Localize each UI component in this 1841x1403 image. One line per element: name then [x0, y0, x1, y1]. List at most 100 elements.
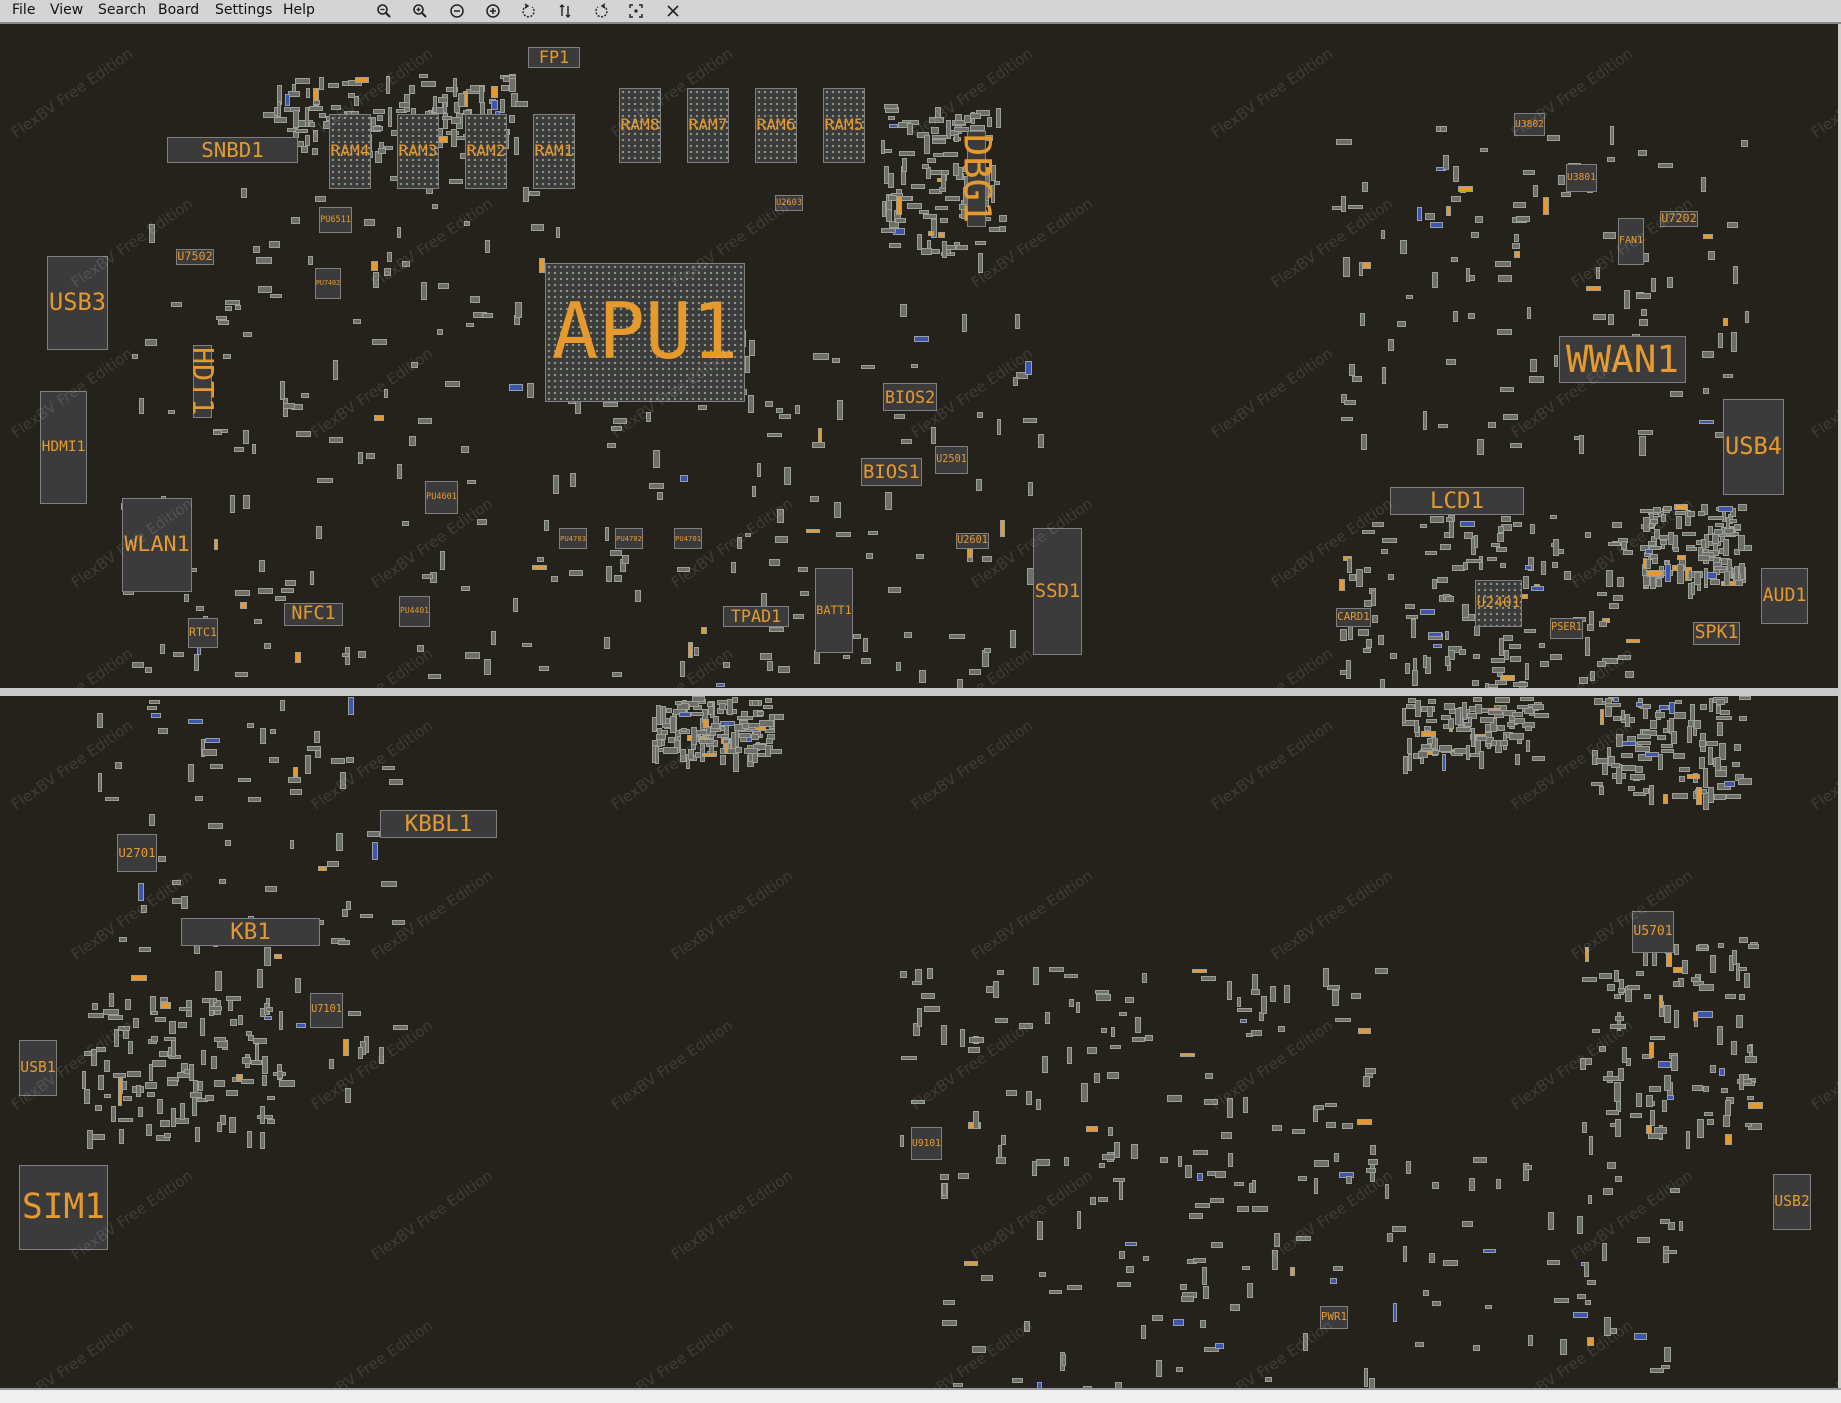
- passive-component[interactable]: [1236, 1007, 1253, 1013]
- passive-component[interactable]: [233, 446, 245, 453]
- passive-component[interactable]: [679, 749, 687, 763]
- passive-component[interactable]: [1024, 361, 1032, 376]
- passive-component[interactable]: [1617, 987, 1625, 993]
- passive-component[interactable]: [269, 728, 276, 735]
- passive-component[interactable]: [287, 91, 301, 98]
- passive-component[interactable]: [417, 417, 432, 425]
- passive-component[interactable]: [1625, 670, 1635, 678]
- passive-component[interactable]: [1607, 313, 1614, 325]
- component-usb3[interactable]: USB3: [47, 256, 108, 350]
- passive-component[interactable]: [1577, 1293, 1587, 1299]
- passive-component[interactable]: [1615, 1015, 1624, 1021]
- passive-component[interactable]: [1233, 1181, 1245, 1186]
- passive-component[interactable]: [1031, 1160, 1038, 1176]
- passive-component[interactable]: [737, 537, 743, 550]
- passive-component[interactable]: [1102, 1153, 1115, 1161]
- passive-component[interactable]: [1038, 1271, 1047, 1277]
- passive-component[interactable]: [1661, 743, 1674, 749]
- passive-component[interactable]: [1500, 704, 1508, 712]
- passive-component[interactable]: [1677, 564, 1685, 584]
- passive-component[interactable]: [784, 466, 792, 486]
- passive-component[interactable]: [900, 970, 907, 978]
- passive-component[interactable]: [1131, 1037, 1145, 1043]
- passive-component[interactable]: [464, 221, 471, 226]
- passive-component[interactable]: [269, 241, 280, 248]
- passive-component[interactable]: [1615, 734, 1623, 748]
- passive-component[interactable]: [837, 400, 843, 420]
- passive-component[interactable]: [1448, 650, 1456, 660]
- passive-component[interactable]: [178, 1022, 188, 1028]
- passive-component[interactable]: [901, 439, 912, 445]
- passive-component[interactable]: [1553, 354, 1559, 368]
- passive-component[interactable]: [437, 283, 449, 290]
- passive-component[interactable]: [1560, 191, 1571, 197]
- passive-component[interactable]: [387, 106, 392, 127]
- passive-component[interactable]: [1622, 1047, 1628, 1063]
- passive-component[interactable]: [308, 105, 323, 111]
- passive-component[interactable]: [655, 733, 666, 740]
- passive-component[interactable]: [883, 104, 899, 110]
- passive-component[interactable]: [1272, 1250, 1278, 1270]
- passive-component[interactable]: [1739, 563, 1746, 581]
- passive-component[interactable]: [1226, 1098, 1234, 1118]
- passive-component[interactable]: [213, 430, 222, 436]
- passive-component[interactable]: [1470, 727, 1475, 748]
- passive-component[interactable]: [118, 1025, 130, 1031]
- passive-component[interactable]: [312, 100, 321, 105]
- passive-component[interactable]: [301, 392, 309, 398]
- passive-component[interactable]: [1725, 517, 1731, 536]
- passive-component[interactable]: [1177, 1155, 1183, 1168]
- component-ram6[interactable]: RAM6: [755, 88, 797, 163]
- passive-component[interactable]: [711, 723, 720, 730]
- passive-component[interactable]: [1585, 637, 1590, 657]
- passive-component[interactable]: [1006, 1089, 1017, 1097]
- passive-component[interactable]: [634, 590, 642, 602]
- passive-component[interactable]: [216, 1040, 229, 1048]
- passive-component[interactable]: [1592, 749, 1598, 766]
- passive-component[interactable]: [1467, 712, 1477, 719]
- passive-component[interactable]: [201, 749, 217, 757]
- passive-component[interactable]: [1733, 549, 1741, 556]
- passive-component[interactable]: [1405, 662, 1410, 674]
- passive-component[interactable]: [224, 840, 231, 846]
- passive-component[interactable]: [1589, 671, 1595, 682]
- passive-component[interactable]: [1708, 250, 1715, 261]
- passive-component[interactable]: [226, 1090, 239, 1096]
- passive-component[interactable]: [1553, 1298, 1569, 1303]
- passive-component[interactable]: [292, 110, 300, 128]
- passive-component[interactable]: [607, 443, 616, 449]
- passive-component[interactable]: [1587, 1280, 1597, 1285]
- passive-component[interactable]: [800, 590, 810, 596]
- passive-component[interactable]: [160, 997, 168, 1003]
- passive-component[interactable]: [319, 77, 324, 90]
- passive-component[interactable]: [1730, 332, 1737, 352]
- passive-component[interactable]: [1606, 157, 1615, 163]
- passive-component[interactable]: [341, 652, 349, 657]
- passive-component[interactable]: [1650, 1109, 1656, 1126]
- passive-component[interactable]: [1386, 1233, 1393, 1243]
- passive-component[interactable]: [1682, 531, 1697, 537]
- passive-component[interactable]: [270, 293, 282, 299]
- passive-component[interactable]: [843, 654, 850, 660]
- passive-component[interactable]: [397, 464, 403, 480]
- passive-component[interactable]: [1001, 1134, 1007, 1146]
- passive-component[interactable]: [1702, 234, 1714, 239]
- passive-component[interactable]: [1747, 1044, 1752, 1053]
- passive-component[interactable]: [166, 1079, 178, 1087]
- passive-component[interactable]: [1579, 434, 1585, 454]
- passive-component[interactable]: [1064, 973, 1079, 979]
- passive-component[interactable]: [1061, 1354, 1066, 1366]
- passive-component[interactable]: [285, 579, 297, 586]
- passive-component[interactable]: [1663, 1249, 1677, 1255]
- passive-component[interactable]: [1397, 320, 1406, 328]
- passive-component[interactable]: [775, 536, 788, 543]
- passive-component[interactable]: [606, 565, 613, 582]
- passive-component[interactable]: [1500, 516, 1512, 522]
- passive-component[interactable]: [241, 1078, 254, 1084]
- passive-component[interactable]: [1668, 717, 1674, 734]
- passive-component[interactable]: [932, 138, 947, 145]
- passive-component[interactable]: [1437, 577, 1448, 583]
- passive-component[interactable]: [1340, 195, 1347, 213]
- passive-component[interactable]: [1503, 414, 1519, 420]
- passive-component[interactable]: [1635, 971, 1644, 977]
